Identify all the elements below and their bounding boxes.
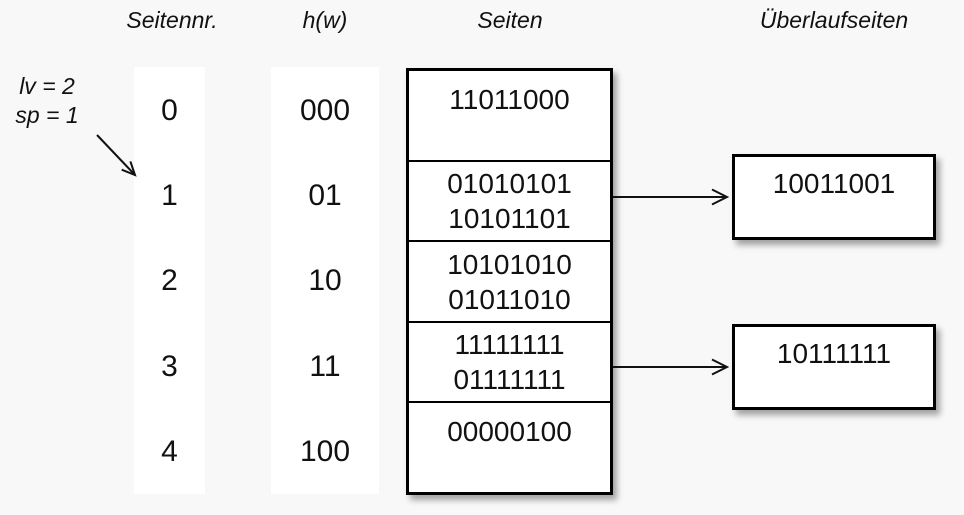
page-entry: 01011010 — [448, 283, 571, 315]
overflow-page-row1: 10011001 — [732, 154, 936, 240]
page-entry: 00000100 — [447, 415, 572, 447]
hash-value-3: 11 — [309, 350, 341, 383]
page-entry: 01111111 — [453, 363, 566, 395]
header-overflow-pages: Überlaufseiten — [759, 7, 909, 33]
overflow-page-row3: 10111111 — [732, 324, 936, 410]
split-pointer-arrow-icon — [96, 134, 137, 177]
page-number-0: 0 — [161, 94, 178, 127]
pages-table: 11011000 01010101 10101101 10101010 0101… — [406, 68, 613, 495]
page-entry: 01010101 — [447, 168, 572, 200]
page-number-1: 1 — [161, 179, 178, 212]
hash-value-4: 100 — [299, 435, 351, 468]
hash-value-2: 10 — [308, 264, 342, 297]
page-entry: 10101010 — [447, 248, 572, 280]
page-number-4: 4 — [161, 435, 178, 468]
level-value: lv = 2 — [19, 73, 75, 99]
page-entry: 11111111 — [454, 328, 565, 360]
page-cell-1: 01010101 10101101 — [409, 160, 610, 240]
page-number-column — [134, 67, 205, 494]
hash-value-1: 01 — [308, 179, 342, 212]
header-pages: Seiten — [477, 7, 543, 33]
page-number-3: 3 — [161, 350, 178, 383]
header-page-number: Seitennr. — [126, 7, 218, 33]
state-annotation: lv = 2 sp = 1 — [4, 72, 90, 130]
split-pointer-value: sp = 1 — [15, 102, 79, 128]
overflow-arrow-row3-icon — [613, 358, 730, 376]
page-cell-0: 11011000 — [409, 71, 610, 160]
page-entry: 11011000 — [449, 84, 570, 115]
page-cell-2: 10101010 01011010 — [409, 240, 610, 320]
page-number-2: 2 — [161, 264, 178, 297]
header-hash-function: h(w) — [302, 7, 348, 33]
hash-column — [271, 67, 379, 494]
page-entry: 10101101 — [448, 203, 571, 235]
page-cell-3: 11111111 01111111 — [409, 320, 610, 401]
hash-value-0: 000 — [299, 94, 351, 127]
overflow-arrow-row1-icon — [613, 188, 730, 206]
page-cell-4: 00000100 — [409, 400, 610, 492]
